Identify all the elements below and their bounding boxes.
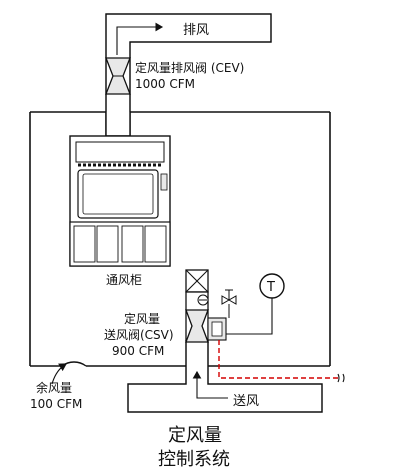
residual-flow-label: 100 CFM bbox=[30, 397, 82, 411]
exhaust-label: 排风 bbox=[183, 23, 209, 38]
room-walls bbox=[29, 111, 331, 367]
thermostat-icon: T bbox=[259, 273, 285, 299]
csv-valve-icon bbox=[185, 309, 209, 343]
residual-name-label: 余风量 bbox=[36, 380, 72, 395]
signal-line bbox=[218, 340, 338, 379]
supply-flow-arrow bbox=[192, 370, 228, 399]
csv-name-label-2: 送风阀(CSV) bbox=[104, 327, 174, 342]
residual-flow-arrow bbox=[51, 363, 67, 385]
thermostat-label: T bbox=[266, 280, 275, 295]
cev-valve-icon bbox=[105, 57, 131, 95]
cev-flow-label: 1000 CFM bbox=[135, 77, 195, 91]
control-wire bbox=[226, 298, 273, 335]
csv-name-label-1: 定风量 bbox=[124, 311, 160, 326]
title-line-1: 定风量 bbox=[168, 425, 222, 446]
fume-hood-label: 通风柜 bbox=[106, 273, 142, 287]
exhaust-flow-arrow bbox=[116, 22, 164, 55]
fume-hood bbox=[69, 112, 171, 267]
csv-flow-label: 900 CFM bbox=[112, 344, 164, 358]
cev-name-label: 定风量排风阀 (CEV) bbox=[135, 60, 244, 75]
supply-label: 送风 bbox=[233, 394, 259, 409]
title-line-2: 控制系统 bbox=[158, 449, 230, 470]
csv-assembly bbox=[185, 269, 237, 343]
